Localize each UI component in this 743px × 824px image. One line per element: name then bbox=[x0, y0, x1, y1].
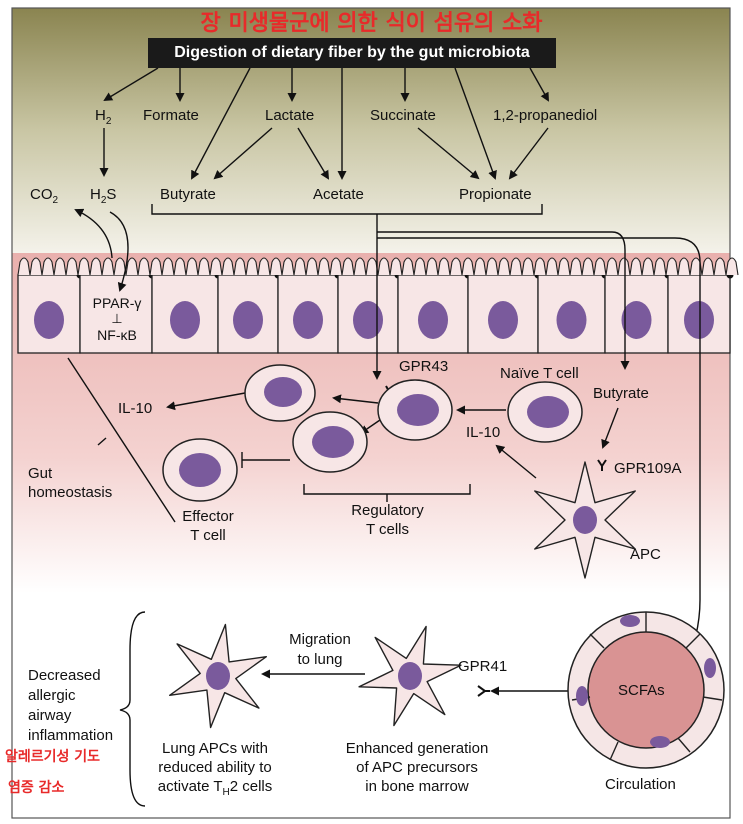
apc-gut-nucleus bbox=[573, 506, 597, 534]
circulation-label: Circulation bbox=[605, 776, 676, 793]
succinate-label: Succinate bbox=[370, 107, 436, 124]
diagram-title: Digestion of dietary fiber by the gut mi… bbox=[148, 38, 556, 68]
enhanced-line3: in bone marrow bbox=[365, 778, 469, 795]
enhanced-line2: of APC precursors bbox=[356, 759, 478, 776]
homeostasis-label: homeostasis bbox=[28, 484, 113, 501]
formate-label: Formate bbox=[143, 107, 199, 124]
naive-t-cell-label: Naïve T cell bbox=[500, 365, 579, 382]
t-cells bbox=[162, 364, 583, 502]
decreased-line2: allergic bbox=[28, 687, 76, 704]
butyrate-label: Butyrate bbox=[160, 186, 216, 203]
effector-t-cell-label: T cell bbox=[190, 527, 226, 544]
apc-precursor-nucleus bbox=[398, 662, 422, 690]
butyrate-apc-label: Butyrate bbox=[593, 385, 649, 402]
enhanced-line1: Enhanced generation bbox=[345, 740, 489, 757]
epithelial-nucleus bbox=[621, 301, 652, 339]
epithelial-nucleus bbox=[233, 301, 263, 339]
gut-label: Gut bbox=[28, 465, 53, 482]
epithelial-cell bbox=[79, 274, 153, 354]
epithelial-nucleus bbox=[34, 301, 64, 339]
apc-cells bbox=[169, 461, 636, 729]
korean-title: 장 미생물군에 의한 식이 섬유의 소화 bbox=[200, 11, 543, 36]
gpr41-label: GPR41 bbox=[458, 658, 508, 675]
ppar-gamma-label: PPAR-γ bbox=[92, 295, 142, 311]
migration-label: Migration bbox=[289, 631, 351, 648]
decreased-line1: Decreased bbox=[28, 667, 101, 684]
epithelial-nucleus bbox=[684, 301, 714, 339]
epithelial-nucleus bbox=[488, 301, 518, 339]
gpr109a-label: GPR109A bbox=[614, 460, 682, 477]
lactate-label: Lactate bbox=[265, 107, 315, 124]
epithelial-nucleus bbox=[556, 301, 587, 339]
il10-middle-label: IL-10 bbox=[466, 424, 501, 441]
apc-label: APC bbox=[630, 546, 661, 563]
lung-apcs-line3: activate TH2 cells bbox=[157, 778, 273, 798]
propionate-label: Propionate bbox=[459, 186, 532, 203]
epithelial-nucleus bbox=[418, 301, 448, 339]
immune-arrows bbox=[67, 357, 619, 807]
lung-apcs-line2: reduced ability to bbox=[158, 759, 272, 776]
korean-decreased-line2: 염증 감소 bbox=[8, 780, 65, 796]
decreased-line4: inflammation bbox=[28, 727, 114, 744]
epithelial-nucleus bbox=[170, 301, 200, 339]
scfas-label: SCFAs bbox=[618, 682, 665, 699]
apc-lung-nucleus bbox=[206, 662, 230, 690]
decreased-line3: airway bbox=[28, 707, 72, 724]
inhibition-symbol: ⊥ bbox=[111, 311, 123, 326]
acetate-label: Acetate bbox=[313, 186, 364, 203]
blood-vessel bbox=[567, 611, 725, 769]
microvilli bbox=[17, 257, 739, 276]
epithelial-nucleus bbox=[293, 301, 323, 339]
nfkb-label: NF-κB bbox=[97, 327, 137, 343]
il10-left-label: IL-10 bbox=[118, 400, 153, 417]
korean-decreased-line1: 알레르기성 기도 bbox=[5, 749, 101, 765]
h2s-label: H2S bbox=[90, 186, 117, 206]
gpr43-label: GPR43 bbox=[399, 358, 449, 375]
h2-label: H2 bbox=[95, 107, 112, 127]
effector-label: Effector bbox=[182, 508, 234, 525]
figure-frame bbox=[11, 7, 731, 819]
regulatory-label: Regulatory bbox=[351, 502, 424, 519]
to-lung-label: to lung bbox=[297, 651, 343, 668]
lung-apcs-line1: Lung APCs with bbox=[162, 740, 268, 757]
epithelial-nucleus bbox=[353, 301, 383, 339]
propanediol-label: 1,2-propanediol bbox=[493, 107, 598, 124]
regulatory-t-cells-label: T cells bbox=[365, 521, 410, 538]
co2-label: CO2 bbox=[30, 186, 59, 206]
epithelial-layer bbox=[17, 257, 739, 354]
